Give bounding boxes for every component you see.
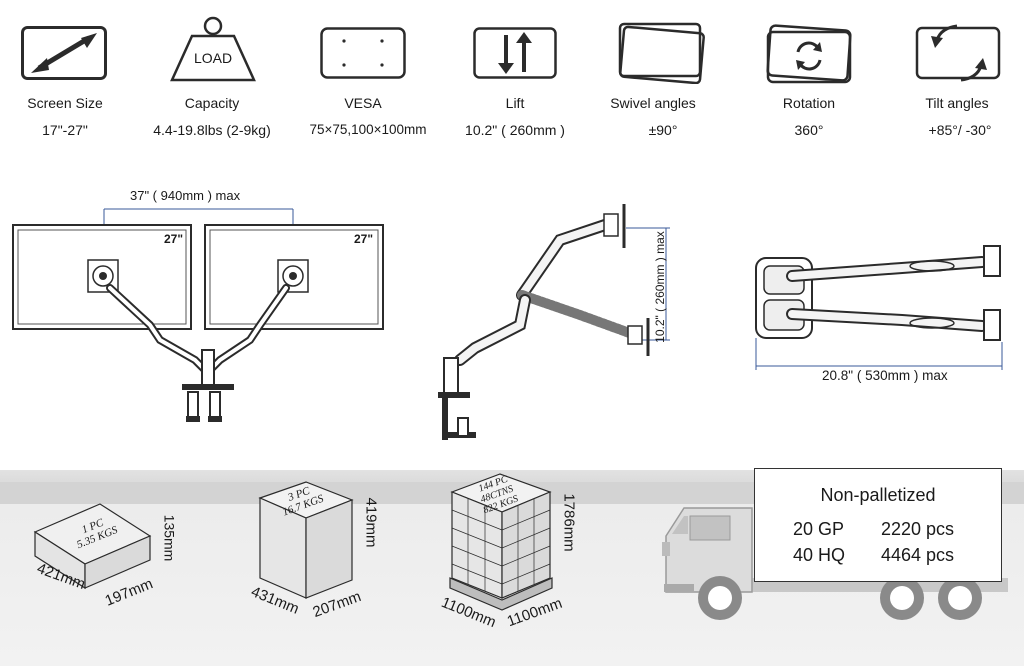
arm-reach-diagram <box>755 245 1003 370</box>
spec-label-screen-size: Screen Size <box>27 95 103 111</box>
shipping-quantity-40hq: 4464 pcs <box>881 545 955 565</box>
spec-label-rotation: Rotation <box>782 95 836 111</box>
dual-width-label: 37" ( 940mm ) max <box>130 188 241 203</box>
lift-height-label: 10.2" ( 260mm ) max <box>652 231 667 343</box>
shipping-container-20gp: 20 GP <box>793 519 845 539</box>
spec-value-rotation: 360° <box>794 122 824 138</box>
shipping-container-40hq: 40 HQ <box>793 545 846 565</box>
spec-value-vesa: 75×75,100×100mm <box>309 122 427 137</box>
spec-label-swivel: Swivel angles <box>610 95 696 111</box>
shipping-box: Non-palletized 20 GP 2220 pcs 40 HQ 4464… <box>754 468 1002 582</box>
weight-icon-label: LOAD <box>193 50 233 66</box>
spec-value-tilt: +85°/ -30° <box>928 122 992 138</box>
monitor-right-size: 27" <box>354 232 374 246</box>
spec-value-capacity: 4.4-19.8lbs (2-9kg) <box>153 122 271 138</box>
shipping-title: Non-palletized <box>820 485 936 505</box>
vesa-holes-icon <box>320 27 406 79</box>
up-down-arrows-icon <box>473 27 557 79</box>
rotation-icon <box>766 24 852 84</box>
pallet-height: 1786mm <box>560 493 578 552</box>
spec-label-capacity: Capacity <box>184 95 240 111</box>
arm-reach-label: 20.8" ( 530mm ) max <box>822 368 948 383</box>
weight-icon <box>170 16 256 82</box>
box-triple-height: 419mm <box>362 497 380 548</box>
spec-value-swivel: ±90° <box>648 122 678 138</box>
spec-value-screen-size: 17"-27" <box>42 122 88 138</box>
spec-value-lift: 10.2" ( 260mm ) <box>465 122 565 138</box>
box-triple <box>258 481 354 599</box>
diagonal-arrow-icon <box>21 26 107 80</box>
spec-label-vesa: VESA <box>344 95 382 111</box>
swivel-icon <box>618 22 705 84</box>
spec-label-lift: Lift <box>505 95 525 111</box>
lift-arm-diagram <box>438 204 670 440</box>
spec-label-tilt: Tilt angles <box>925 95 989 111</box>
box-single-height: 135mm <box>161 514 178 562</box>
shipping-quantity-20gp: 2220 pcs <box>881 519 955 539</box>
tilt-icon <box>915 24 1001 82</box>
box-single <box>33 503 152 590</box>
pallet <box>449 473 553 611</box>
monitor-left-size: 27" <box>164 232 184 246</box>
dual-monitor-diagram <box>12 208 384 422</box>
